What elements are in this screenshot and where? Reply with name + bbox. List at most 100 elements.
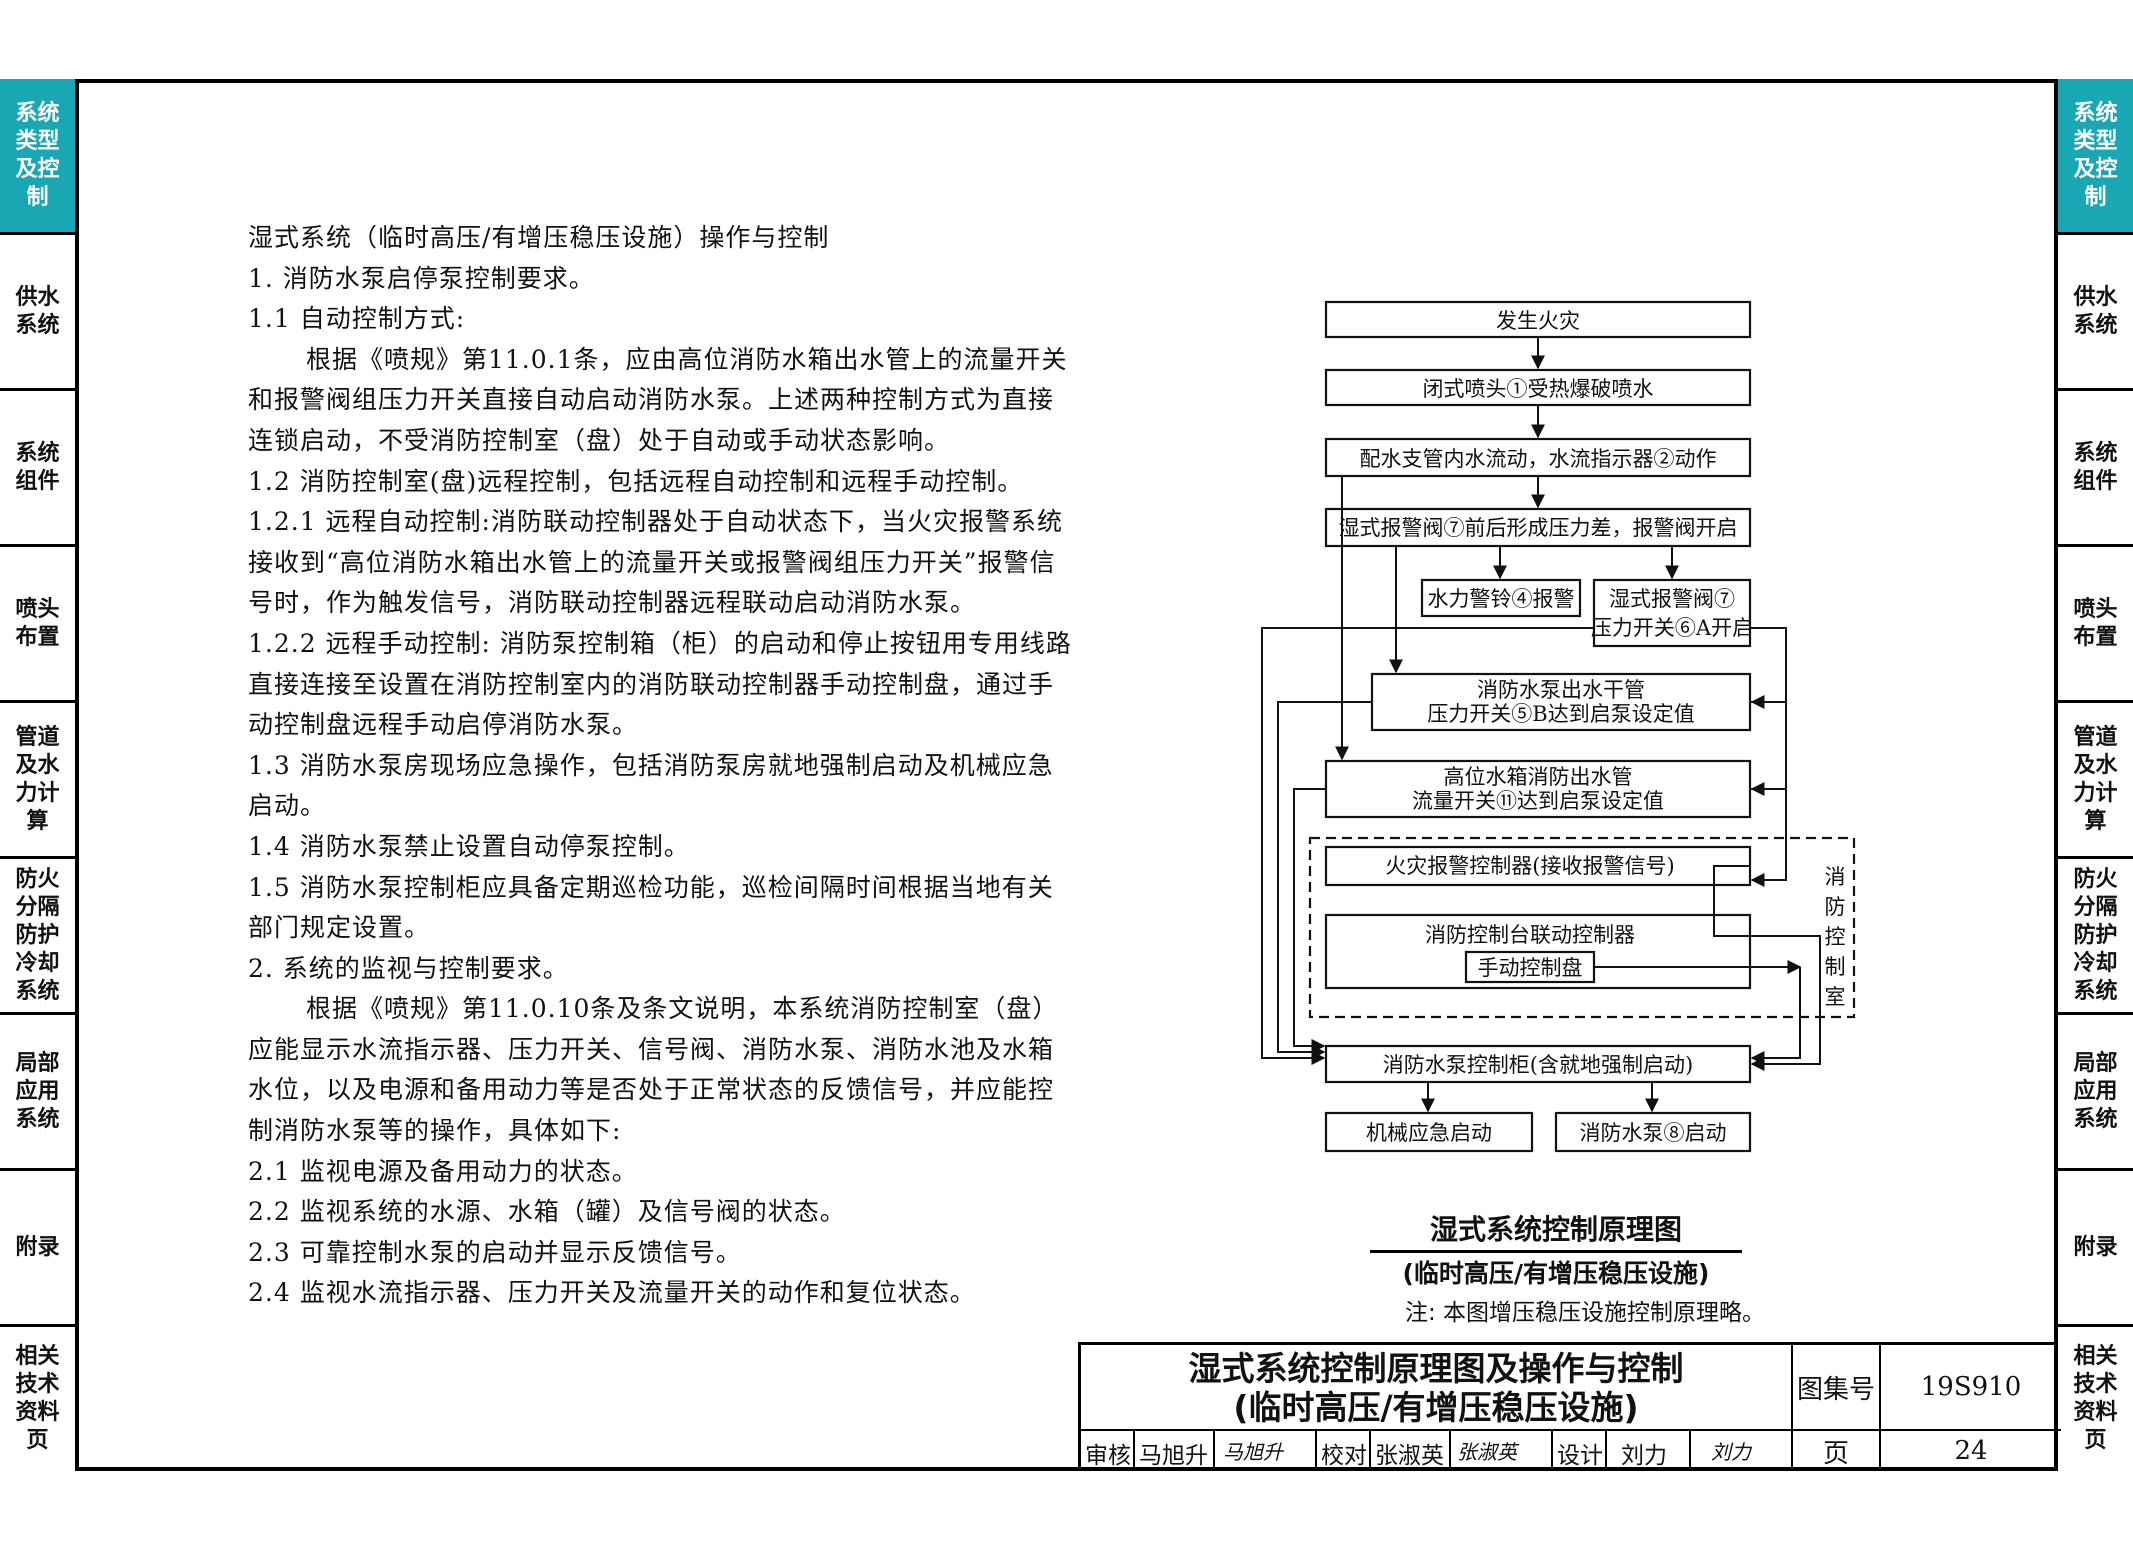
left-tab-5[interactable]: 防火分隔防护冷却系统 xyxy=(0,859,75,1015)
box-mechanical xyxy=(1324,1111,1534,1153)
right-tab-label: 供水系统 xyxy=(2073,284,2118,338)
label-main-pipe-2: 压力开关⑤B达到启泵设定值 xyxy=(1427,702,1694,726)
atlas-number: 19S910 xyxy=(1881,1345,2061,1431)
drawing-title-line1: 湿式系统控制原理图及操作与控制 xyxy=(1188,1349,1684,1388)
right-tab-label: 系统类型及控制 xyxy=(2073,100,2118,210)
paragraph: 1.1 自动控制方式: xyxy=(248,304,466,334)
drawing-frame xyxy=(75,79,2058,1471)
left-sidebar: 系统类型及控制供水系统系统组件喷头布置管道及水力计算防火分隔防护冷却系统局部应用… xyxy=(0,79,75,1471)
paragraph: 1.5 消防水泵控制柜应具备定期巡检功能，巡检间隔时间根据当地有关部门规定设置。 xyxy=(248,872,1054,943)
designer-name: 刘力 xyxy=(1621,1443,1667,1469)
right-tab-label: 管道及水力计算 xyxy=(2073,724,2118,834)
left-tab-label: 附录 xyxy=(15,1234,60,1260)
right-tab-label: 相关技术资料页 xyxy=(2073,1344,2118,1453)
left-tab-0[interactable]: 系统类型及控制 xyxy=(0,79,75,235)
right-tab-label: 局部应用系统 xyxy=(2073,1050,2118,1132)
label-tank-2: 流量开关⑪达到启泵设定值 xyxy=(1412,789,1664,813)
right-tab-label: 喷头布置 xyxy=(2073,596,2118,650)
paragraph: 1.2 消防控制室(盘)远程控制，包括远程自动控制和远程手动控制。 xyxy=(248,466,1024,496)
checker-name: 张淑英 xyxy=(1375,1443,1444,1469)
box-pump-cabinet xyxy=(1324,1044,1752,1084)
page-number: 24 xyxy=(1954,1436,1988,1466)
control-room-boundary xyxy=(1308,836,1856,1019)
paragraph: 2. 系统的监视与控制要求。 xyxy=(248,953,569,983)
right-tab-7[interactable]: 附录 xyxy=(2058,1171,2133,1327)
box-bell xyxy=(1420,578,1582,618)
left-tab-3[interactable]: 喷头布置 xyxy=(0,547,75,703)
left-tab-2[interactable]: 系统组件 xyxy=(0,391,75,547)
right-tab-label: 附录 xyxy=(2073,1234,2118,1260)
paragraph: 1.3 消防水泵房现场应急操作，包括消防泵房就地强制启动及机械应急启动。 xyxy=(248,750,1054,821)
label-mechanical: 机械应急启动 xyxy=(1366,1121,1492,1145)
label-pump-cabinet: 消防水泵控制柜(含就地强制启动) xyxy=(1383,1053,1693,1077)
atlas-label: 图集号 xyxy=(1793,1345,1881,1431)
signature-row: 审核 马旭升 马旭升 校对 张淑英 张淑英 设计 刘力 刘力 xyxy=(1081,1431,1793,1471)
review-label: 审核 xyxy=(1085,1443,1131,1469)
left-tab-8[interactable]: 相关技术资料页 xyxy=(0,1327,75,1471)
left-tab-label: 相关技术资料页 xyxy=(15,1344,60,1453)
drawing-title-line2: (临时高压/有增压稳压设施) xyxy=(1233,1388,1639,1427)
control-room-text: 消防控制室 xyxy=(1825,865,1846,1009)
diagram-note: 注: 本图增压稳压设施控制原理略。 xyxy=(1404,1300,1766,1326)
right-tab-6[interactable]: 局部应用系统 xyxy=(2058,1015,2133,1171)
left-tab-label: 系统组件 xyxy=(15,440,60,494)
right-tab-4[interactable]: 管道及水力计算 xyxy=(2058,703,2133,859)
left-tab-1[interactable]: 供水系统 xyxy=(0,235,75,391)
right-tab-1[interactable]: 供水系统 xyxy=(2058,235,2133,391)
drawing-title: 湿式系统控制原理图及操作与控制 (临时高压/有增压稳压设施) xyxy=(1081,1345,1793,1431)
left-tab-label: 供水系统 xyxy=(15,284,60,338)
left-tab-label: 局部应用系统 xyxy=(15,1050,60,1132)
box-alarm-valve xyxy=(1324,507,1752,548)
label-flow: 配水支管内水流动，水流指示器②动作 xyxy=(1360,447,1717,471)
left-tab-7[interactable]: 附录 xyxy=(0,1171,75,1327)
left-tab-6[interactable]: 局部应用系统 xyxy=(0,1015,75,1171)
paragraph: 根据《喷规》第11.0.1条，应由高位消防水箱出水管上的流量开关和报警阀组压力开… xyxy=(248,344,1068,455)
paragraph: 根据《喷规》第11.0.10条及条文说明，本系统消防控制室（盘）应能显示水流指示… xyxy=(248,994,1059,1146)
box-pump-start xyxy=(1554,1111,1752,1153)
label-pump-start: 消防水泵⑧启动 xyxy=(1580,1121,1727,1145)
page-label: 页 xyxy=(1793,1431,1881,1471)
label-manual-panel: 手动控制盘 xyxy=(1478,956,1583,980)
left-tab-label: 喷头布置 xyxy=(15,596,60,650)
right-tab-label: 系统组件 xyxy=(2073,440,2118,494)
diagram-caption-subtitle: (临时高压/有增压稳压设施) xyxy=(1402,1259,1710,1288)
label-tank-1: 高位水箱消防出水管 xyxy=(1444,765,1633,789)
designer-signature: 刘力 xyxy=(1711,1440,1751,1464)
label-linkage: 消防控制台联动控制器 xyxy=(1425,923,1635,947)
left-tab-label: 系统类型及控制 xyxy=(15,100,60,210)
control-room-label: 消防控制室 xyxy=(1825,865,1846,1009)
paragraph: 2.3 可靠控制水泵的启动并显示反馈信号。 xyxy=(248,1237,742,1267)
label-main-pipe-1: 消防水泵出水干管 xyxy=(1477,678,1645,702)
checker-signature: 张淑英 xyxy=(1457,1440,1517,1464)
left-tab-label: 管道及水力计算 xyxy=(15,724,60,834)
left-tab-label: 防火分隔防护冷却系统 xyxy=(15,866,60,1004)
title-block: 湿式系统控制原理图及操作与控制 (临时高压/有增压稳压设施) 图集号 19S91… xyxy=(1078,1342,2061,1471)
paragraph: 1.2.1 远程自动控制:消防联动控制器处于自动状态下，当火灾报警系统接收到“高… xyxy=(248,507,1063,618)
check-label: 校对 xyxy=(1321,1443,1367,1469)
right-tab-2[interactable]: 系统组件 xyxy=(2058,391,2133,547)
paragraph: 1.2.2 远程手动控制: 消防泵控制箱（柜）的启动和停止按钮用专用线路直接连接… xyxy=(248,628,1072,740)
right-tab-5[interactable]: 防火分隔防护冷却系统 xyxy=(2058,859,2133,1015)
label-sprinkler: 闭式喷头①受热爆破喷水 xyxy=(1423,377,1654,401)
body-text: 湿式系统（临时高压/有增压稳压设施）操作与控制 1. 消防水泵启停泵控制要求。 … xyxy=(248,218,1078,1314)
reviewer-signature: 马旭升 xyxy=(1223,1440,1283,1464)
label-alarm-valve: 湿式报警阀⑦前后形成压力差，报警阀开启 xyxy=(1339,516,1738,540)
label-pressure-switch-2: 压力开关⑥A开启 xyxy=(1591,616,1753,640)
box-pressure-switch xyxy=(1592,578,1752,648)
right-tab-8[interactable]: 相关技术资料页 xyxy=(2058,1327,2133,1471)
left-tab-4[interactable]: 管道及水力计算 xyxy=(0,703,75,859)
design-label: 设计 xyxy=(1557,1443,1603,1469)
paragraph: 1.4 消防水泵禁止设置自动停泵控制。 xyxy=(248,831,690,861)
right-tab-label: 防火分隔防护冷却系统 xyxy=(2073,866,2118,1004)
section-heading: 湿式系统（临时高压/有增压稳压设施）操作与控制 xyxy=(248,223,830,252)
label-fire: 发生火灾 xyxy=(1496,309,1580,333)
right-tab-0[interactable]: 系统类型及控制 xyxy=(2058,79,2133,235)
paragraph: 2.4 监视水流指示器、压力开关及流量开关的动作和复位状态。 xyxy=(248,1278,976,1308)
box-linkage xyxy=(1324,913,1752,990)
right-sidebar: 系统类型及控制供水系统系统组件喷头布置管道及水力计算防火分隔防护冷却系统局部应用… xyxy=(2058,79,2133,1471)
reviewer-name: 马旭升 xyxy=(1139,1443,1208,1469)
right-tab-3[interactable]: 喷头布置 xyxy=(2058,547,2133,703)
label-pressure-switch-1: 湿式报警阀⑦ xyxy=(1609,587,1735,611)
paragraph: 2.2 监视系统的水源、水箱（罐）及信号阀的状态。 xyxy=(248,1197,846,1227)
